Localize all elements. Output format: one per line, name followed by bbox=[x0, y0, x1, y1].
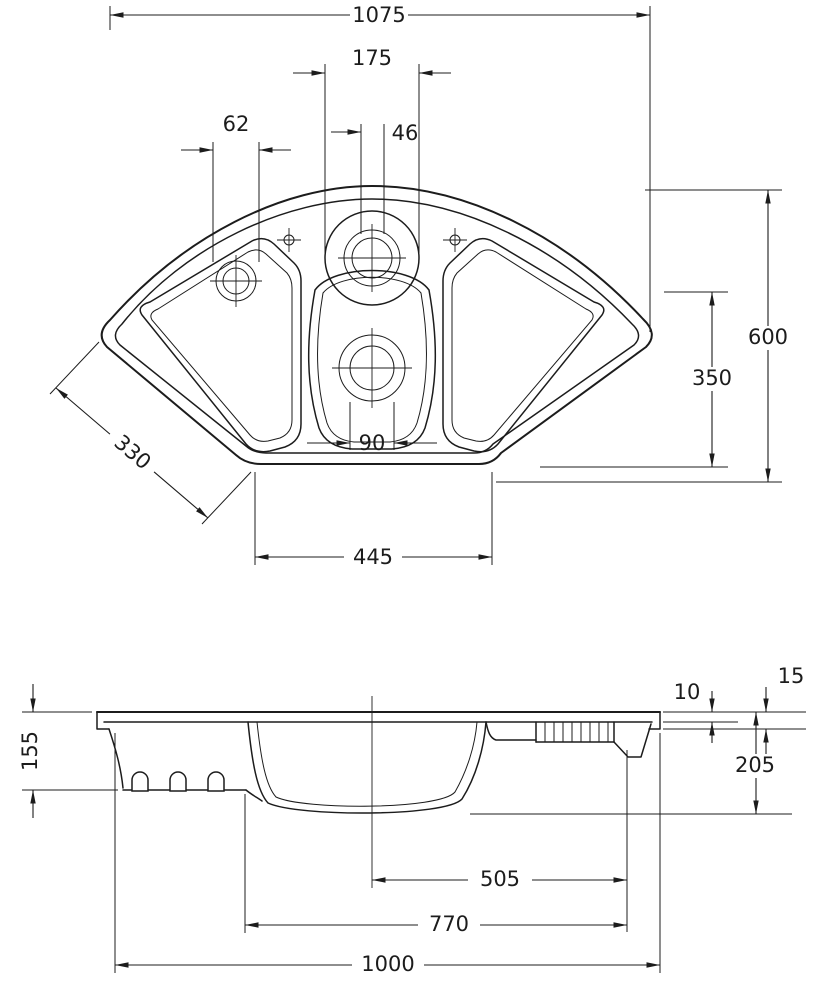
dim-accessory-hole: 62 bbox=[181, 112, 291, 262]
tray-rib-1 bbox=[131, 771, 149, 792]
dim-rim-height-label: 15 bbox=[778, 664, 805, 688]
alt-tap-hole-mark-left bbox=[277, 228, 301, 252]
dim-body-width-label: 1000 bbox=[361, 952, 414, 976]
dim-inner-width: 770 bbox=[244, 794, 627, 936]
tray-rib-2 bbox=[169, 771, 187, 792]
plan-view: 1075 175 62 46 bbox=[49, 3, 792, 569]
dim-front-edge-width: 445 bbox=[254, 472, 493, 569]
dim-accessory-hole-label: 62 bbox=[223, 112, 250, 136]
dim-rim-step-height-label: 10 bbox=[674, 680, 701, 704]
dim-side-bowl-depth: 155 bbox=[18, 684, 118, 818]
dim-center-bowl-diameter: 175 bbox=[293, 46, 451, 253]
dim-bowl-depth-position-label: 350 bbox=[692, 366, 732, 390]
dim-body-width: 1000 bbox=[114, 733, 661, 976]
left-bowl bbox=[139, 237, 302, 453]
dim-tap-hole: 46 bbox=[331, 121, 418, 234]
dim-tap-hole-label: 46 bbox=[392, 121, 419, 145]
sink-section-profile bbox=[96, 696, 661, 888]
tap-hole bbox=[338, 224, 406, 292]
dim-main-bowl-depth-label: 205 bbox=[735, 753, 775, 777]
center-bowl bbox=[307, 210, 437, 450]
dim-bowl-depth-position: 350 bbox=[540, 291, 736, 468]
dim-overall-width: 1075 bbox=[109, 3, 651, 332]
accessory-hole bbox=[210, 255, 262, 307]
section-view: 10 15 155 205 bbox=[18, 664, 806, 976]
dim-overall-depth: 600 bbox=[496, 189, 792, 483]
dim-overall-width-label: 1075 bbox=[352, 3, 405, 27]
dim-drain-diameter: 90 bbox=[307, 402, 437, 455]
drainer-ribs bbox=[535, 721, 615, 743]
tray-rib-3 bbox=[207, 771, 225, 792]
dim-overall-depth-label: 600 bbox=[748, 325, 788, 349]
drain-hole bbox=[332, 328, 412, 408]
sink-outer-rim bbox=[100, 185, 653, 465]
dim-side-bowl-depth-label: 155 bbox=[18, 731, 42, 771]
dim-drain-center-offset: 505 bbox=[372, 750, 628, 932]
dim-rim-step-height: 10 bbox=[663, 680, 738, 743]
dim-rim-height: 15 bbox=[663, 664, 806, 754]
dim-inner-width-label: 770 bbox=[429, 912, 469, 936]
dim-front-edge-width-label: 445 bbox=[353, 545, 393, 569]
dim-main-bowl-depth: 205 bbox=[470, 712, 792, 815]
right-bowl bbox=[442, 237, 605, 453]
dim-drain-diameter-label: 90 bbox=[359, 431, 386, 455]
dim-center-bowl-diameter-label: 175 bbox=[352, 46, 392, 70]
dim-drain-center-offset-label: 505 bbox=[480, 867, 520, 891]
alt-tap-hole-mark-right bbox=[443, 228, 467, 252]
